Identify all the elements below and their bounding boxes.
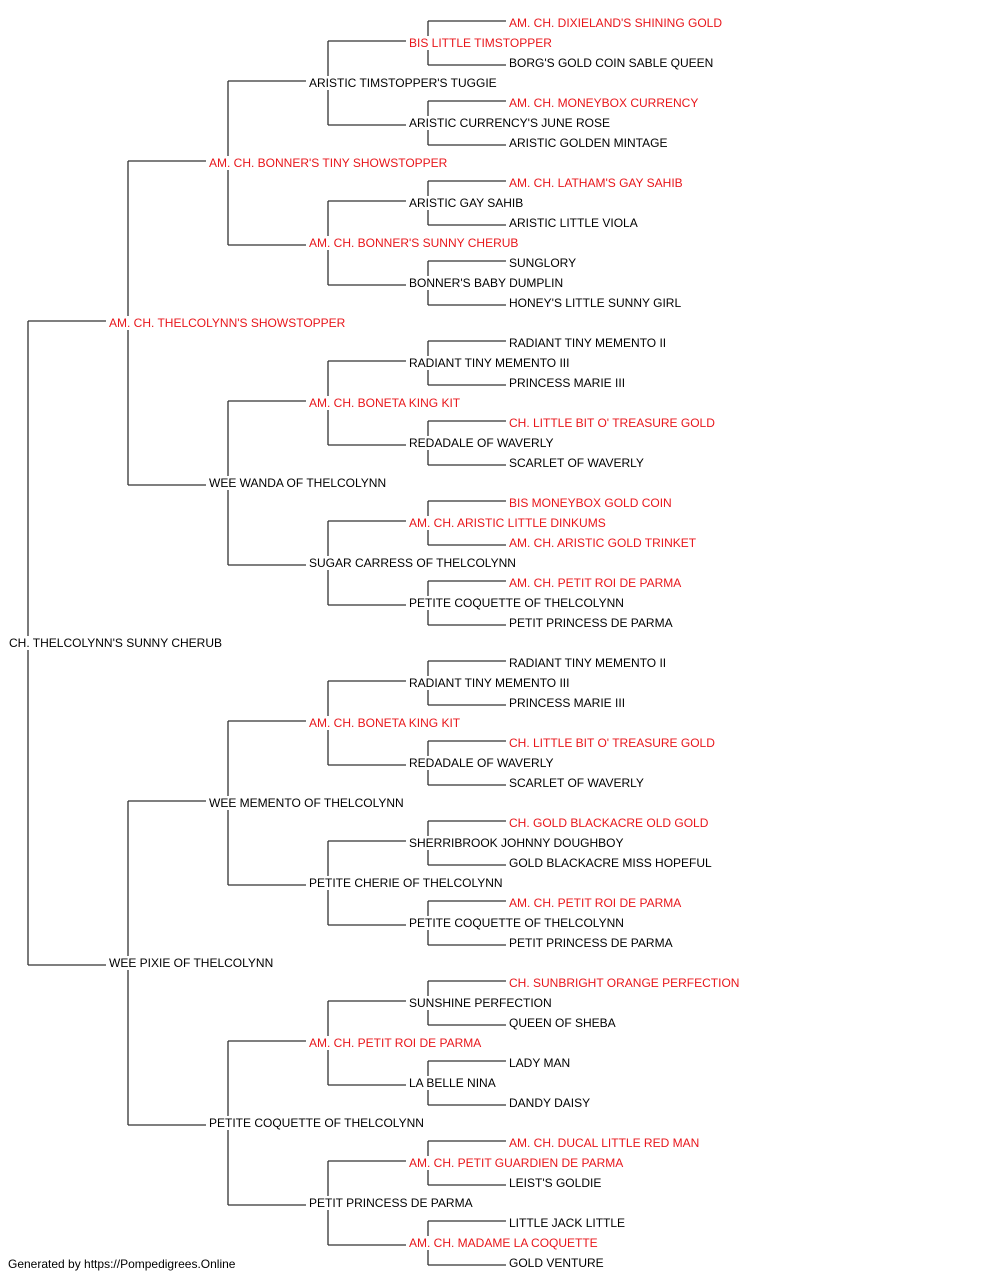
ancestor-name: WEE MEMENTO OF THELCOLYNN (208, 796, 405, 810)
ancestor-name: LITTLE JACK LITTLE (508, 1216, 627, 1230)
ancestor-name: PRINCESS MARIE III (508, 696, 627, 710)
ancestor-name: BORG'S GOLD COIN SABLE QUEEN (508, 56, 715, 70)
ancestor-name: AM. CH. DUCAL LITTLE RED MAN (508, 1136, 701, 1150)
ancestor-name: CH. LITTLE BIT O' TREASURE GOLD (508, 736, 716, 750)
ancestor-name: AM. CH. BONNER'S TINY SHOWSTOPPER (208, 156, 449, 170)
ancestor-name: CH. LITTLE BIT O' TREASURE GOLD (508, 416, 716, 430)
ancestor-name: AM. CH. PETIT ROI DE PARMA (308, 1036, 483, 1050)
ancestor-name: WEE PIXIE OF THELCOLYNN (108, 956, 275, 970)
ancestor-name: PRINCESS MARIE III (508, 376, 627, 390)
ancestor-name: LA BELLE NINA (408, 1076, 497, 1090)
ancestor-name: SHERRIBROOK JOHNNY DOUGHBOY (408, 836, 625, 850)
ancestor-name: SUGAR CARRESS OF THELCOLYNN (308, 556, 517, 570)
ancestor-name: AM. CH. PETIT ROI DE PARMA (508, 896, 683, 910)
ancestor-name: AM. CH. ARISTIC GOLD TRINKET (508, 536, 698, 550)
ancestor-name: PETIT PRINCESS DE PARMA (508, 616, 674, 630)
ancestor-name: REDADALE OF WAVERLY (408, 756, 555, 770)
ancestor-name: SUNGLORY (508, 256, 578, 270)
ancestor-name: AM. CH. THELCOLYNN'S SHOWSTOPPER (108, 316, 347, 330)
ancestor-name: AM. CH. MADAME LA COQUETTE (408, 1236, 599, 1250)
ancestor-name: GOLD BLACKACRE MISS HOPEFUL (508, 856, 713, 870)
subject-name: CH. THELCOLYNN'S SUNNY CHERUB (8, 636, 223, 650)
ancestor-name: PETITE CHERIE OF THELCOLYNN (308, 876, 504, 890)
ancestor-name: AM. CH. BONETA KING KIT (308, 716, 462, 730)
ancestor-name: BIS MONEYBOX GOLD COIN (508, 496, 673, 510)
footer-credit: Generated by https://Pompedigrees.Online (8, 1257, 236, 1271)
ancestor-name: SUNSHINE PERFECTION (408, 996, 553, 1010)
ancestor-name: AM. CH. BONNER'S SUNNY CHERUB (308, 236, 520, 250)
ancestor-name: AM. CH. ARISTIC LITTLE DINKUMS (408, 516, 607, 530)
ancestor-name: AM. CH. DIXIELAND'S SHINING GOLD (508, 16, 723, 30)
ancestor-name: PETIT PRINCESS DE PARMA (508, 936, 674, 950)
ancestor-name: CH. GOLD BLACKACRE OLD GOLD (508, 816, 710, 830)
ancestor-name: SCARLET OF WAVERLY (508, 776, 645, 790)
ancestor-name: LADY MAN (508, 1056, 572, 1070)
ancestor-name: AM. CH. MONEYBOX CURRENCY (508, 96, 700, 110)
ancestor-name: ARISTIC TIMSTOPPER'S TUGGIE (308, 76, 498, 90)
ancestor-name: RADIANT TINY MEMENTO III (408, 676, 571, 690)
ancestor-name: CH. SUNBRIGHT ORANGE PERFECTION (508, 976, 741, 990)
ancestor-name: DANDY DAISY (508, 1096, 592, 1110)
ancestor-name: LEIST'S GOLDIE (508, 1176, 603, 1190)
ancestor-name: GOLD VENTURE (508, 1256, 605, 1270)
ancestor-name: PETITE COQUETTE OF THELCOLYNN (408, 596, 625, 610)
ancestor-name: BIS LITTLE TIMSTOPPER (408, 36, 553, 50)
ancestor-name: HONEY'S LITTLE SUNNY GIRL (508, 296, 683, 310)
ancestor-name: PETITE COQUETTE OF THELCOLYNN (208, 1116, 425, 1130)
ancestor-name: RADIANT TINY MEMENTO II (508, 336, 668, 350)
ancestor-name: AM. CH. PETIT GUARDIEN DE PARMA (408, 1156, 625, 1170)
ancestor-name: AM. CH. BONETA KING KIT (308, 396, 462, 410)
ancestor-name: PETITE COQUETTE OF THELCOLYNN (408, 916, 625, 930)
ancestor-name: ARISTIC CURRENCY'S JUNE ROSE (408, 116, 611, 130)
ancestor-name: ARISTIC LITTLE VIOLA (508, 216, 639, 230)
ancestor-name: WEE WANDA OF THELCOLYNN (208, 476, 388, 490)
ancestor-name: RADIANT TINY MEMENTO II (508, 656, 668, 670)
ancestor-name: AM. CH. LATHAM'S GAY SAHIB (508, 176, 684, 190)
ancestor-name: BONNER'S BABY DUMPLIN (408, 276, 565, 290)
ancestor-name: RADIANT TINY MEMENTO III (408, 356, 571, 370)
ancestor-name: QUEEN OF SHEBA (508, 1016, 617, 1030)
ancestor-name: ARISTIC GOLDEN MINTAGE (508, 136, 669, 150)
ancestor-name: PETIT PRINCESS DE PARMA (308, 1196, 474, 1210)
ancestor-name: ARISTIC GAY SAHIB (408, 196, 525, 210)
ancestor-name: REDADALE OF WAVERLY (408, 436, 555, 450)
ancestor-name: SCARLET OF WAVERLY (508, 456, 645, 470)
ancestor-name: AM. CH. PETIT ROI DE PARMA (508, 576, 683, 590)
